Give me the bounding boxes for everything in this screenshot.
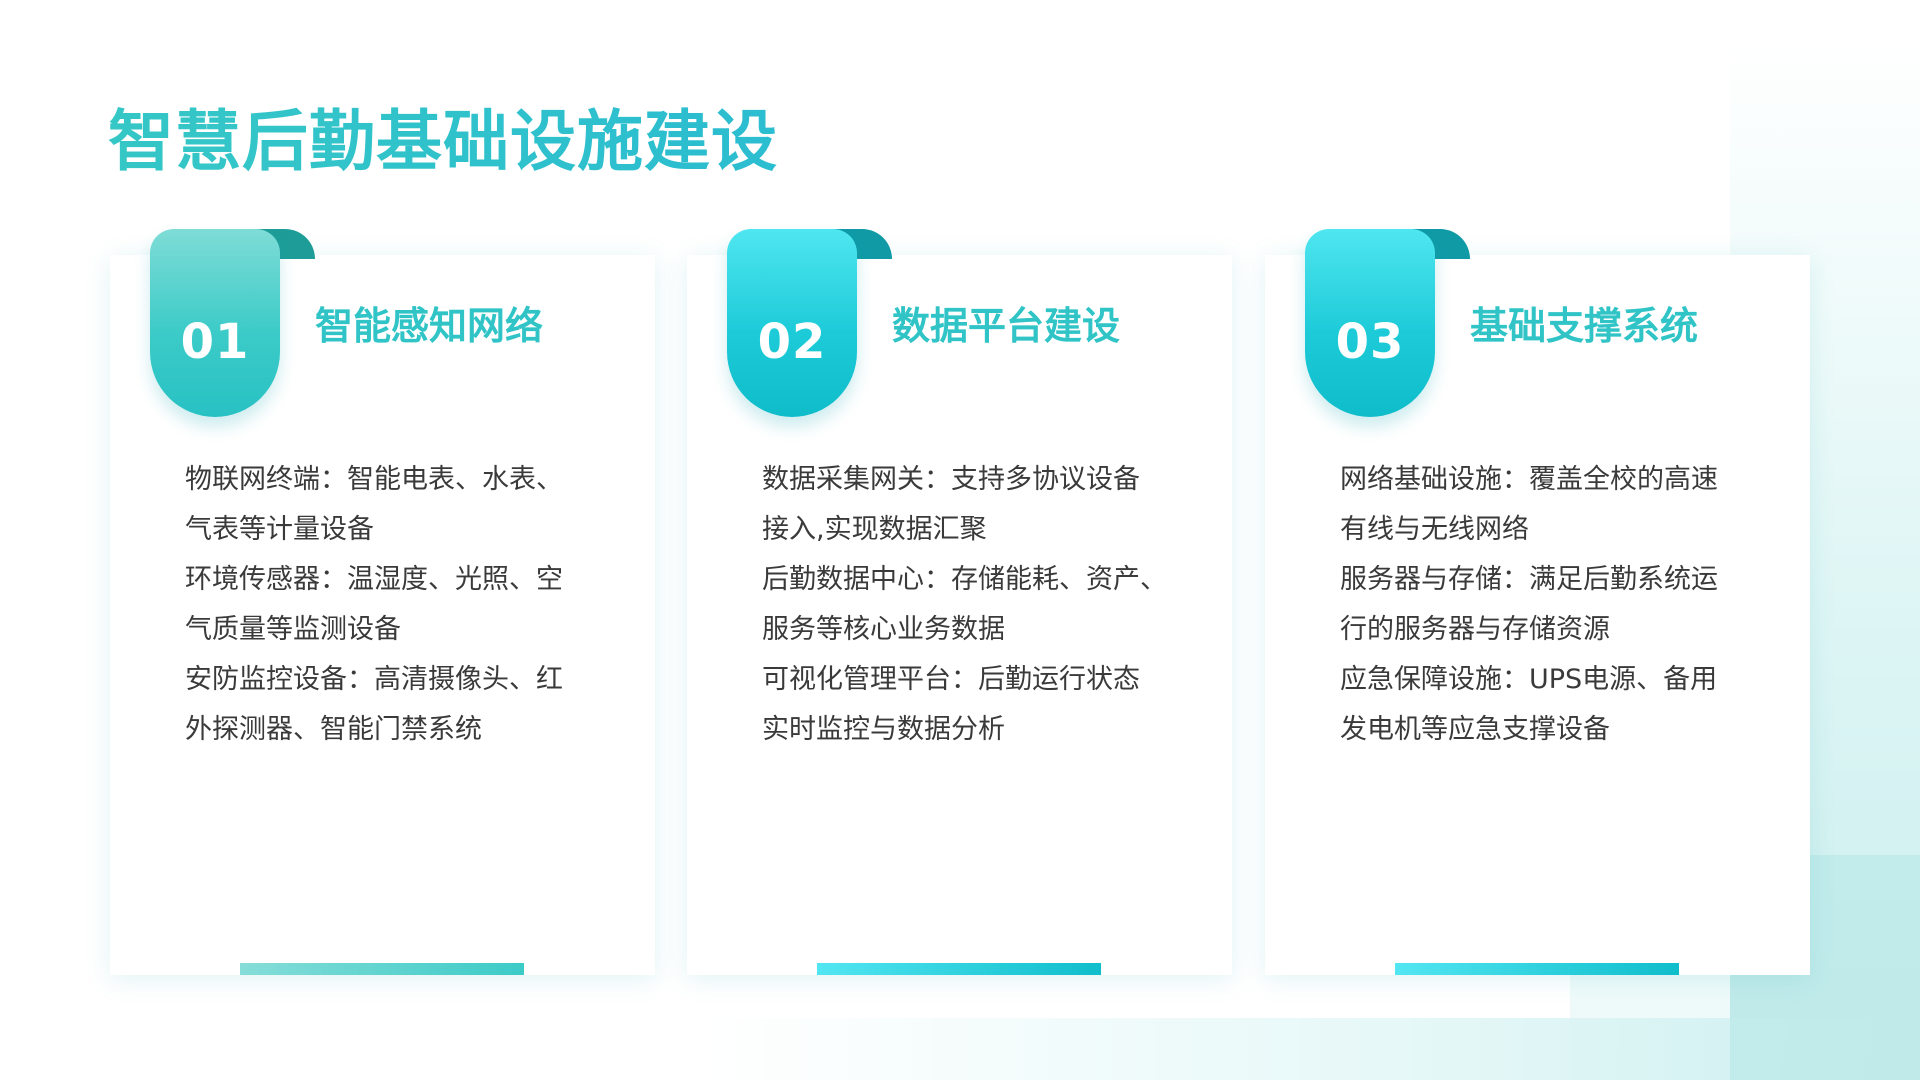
card-number: 01 bbox=[180, 314, 250, 370]
card-line: 可视化管理平台：后勤运行状态 bbox=[762, 664, 1140, 695]
card-line: 外探测器、智能门禁系统 bbox=[185, 714, 482, 745]
badge-shape: 01 bbox=[150, 229, 280, 417]
card-line: 发电机等应急支撑设备 bbox=[1340, 714, 1610, 745]
card-line: 环境传感器：温湿度、光照、空 bbox=[185, 564, 563, 595]
card-line: 应急保障设施：UPS电源、备用 bbox=[1340, 664, 1718, 695]
card-data-platform: 02 数据平台建设 数据采集网关：支持多协议设备 接入,实现数据汇聚 后勤数据中… bbox=[687, 229, 1232, 975]
card-line: 行的服务器与存储资源 bbox=[1340, 614, 1610, 645]
card-body: 网络基础设施：覆盖全校的高速 有线与无线网络 服务器与存储：满足后勤系统运 行的… bbox=[1340, 455, 1770, 755]
card-line: 接入,实现数据汇聚 bbox=[762, 514, 987, 545]
card-body: 数据采集网关：支持多协议设备 接入,实现数据汇聚 后勤数据中心：存储能耗、资产、… bbox=[762, 455, 1192, 755]
card-line: 气质量等监测设备 bbox=[185, 614, 401, 645]
card-line: 物联网终端：智能电表、水表、 bbox=[185, 464, 563, 495]
card-accent-bar bbox=[240, 963, 524, 975]
card-infrastructure-support: 03 基础支撑系统 网络基础设施：覆盖全校的高速 有线与无线网络 服务器与存储：… bbox=[1265, 229, 1810, 975]
card-accent-bar bbox=[817, 963, 1101, 975]
background-decoration bbox=[700, 1018, 1920, 1080]
page-title: 智慧后勤基础设施建设 bbox=[108, 88, 778, 184]
card-number: 02 bbox=[757, 314, 827, 370]
number-badge: 01 bbox=[150, 229, 315, 417]
number-badge: 02 bbox=[727, 229, 892, 417]
card-line: 有线与无线网络 bbox=[1340, 514, 1529, 545]
badge-shape: 03 bbox=[1305, 229, 1435, 417]
card-title: 基础支撑系统 bbox=[1470, 304, 1699, 348]
card-line: 服务器与存储：满足后勤系统运 bbox=[1340, 564, 1718, 595]
card-line: 安防监控设备：高清摄像头、红 bbox=[185, 664, 563, 695]
card-line: 网络基础设施：覆盖全校的高速 bbox=[1340, 464, 1718, 495]
card-title: 智能感知网络 bbox=[315, 304, 544, 348]
card-line: 实时监控与数据分析 bbox=[762, 714, 1005, 745]
card-accent-bar bbox=[1395, 963, 1679, 975]
card-line: 气表等计量设备 bbox=[185, 514, 374, 545]
card-line: 服务等核心业务数据 bbox=[762, 614, 1005, 645]
card-intelligent-sensing: 01 智能感知网络 物联网终端：智能电表、水表、 气表等计量设备 环境传感器：温… bbox=[110, 229, 655, 975]
card-body: 物联网终端：智能电表、水表、 气表等计量设备 环境传感器：温湿度、光照、空 气质… bbox=[185, 455, 615, 755]
card-line: 数据采集网关：支持多协议设备 bbox=[762, 464, 1140, 495]
card-number: 03 bbox=[1335, 314, 1405, 370]
badge-shape: 02 bbox=[727, 229, 857, 417]
card-title: 数据平台建设 bbox=[892, 304, 1121, 348]
number-badge: 03 bbox=[1305, 229, 1470, 417]
card-line: 后勤数据中心：存储能耗、资产、 bbox=[762, 564, 1167, 595]
